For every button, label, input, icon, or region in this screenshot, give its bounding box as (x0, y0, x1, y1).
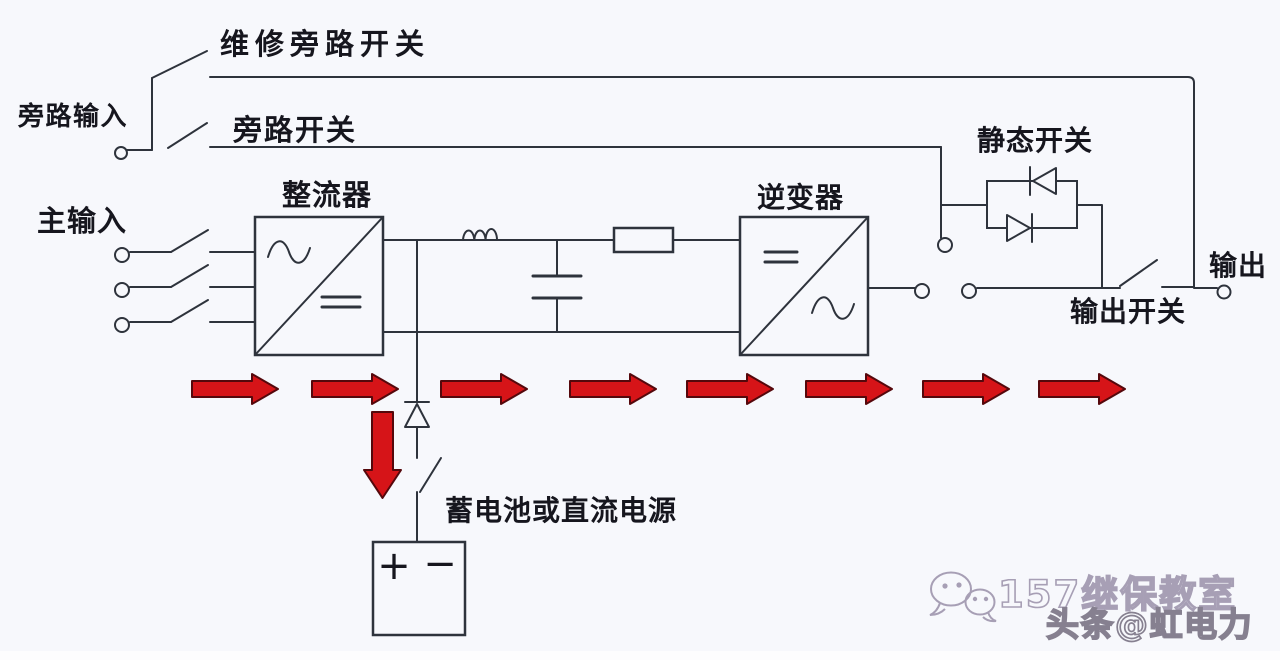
main-input-label: 主输入 (37, 204, 127, 238)
inverter-label: 逆变器 (757, 181, 844, 214)
inverter-ac-sine-icon (811, 296, 855, 320)
battery-label: 蓄电池或直流电源 (445, 494, 677, 527)
main-input-switch-blade-2 (170, 264, 209, 288)
watermark-author-handle: 头条@虹电力 (1046, 605, 1253, 644)
battery-box (371, 540, 467, 637)
static-switch-group (937, 146, 1103, 288)
rectifier-diagonal (254, 216, 384, 356)
main-input-terminal-1 (114, 247, 130, 263)
bypass-input-terminal (114, 146, 128, 160)
watermark-channel-name: 157继保教室 (998, 573, 1237, 616)
static-switch-drop-terminal (937, 237, 953, 253)
bottom-margin-strip (0, 651, 1280, 660)
static-switch-label: 静态开关 (977, 124, 1093, 157)
rectifier-group (253, 215, 385, 357)
main-input-switch-blade-3 (170, 299, 209, 323)
static-switch-right-lead-wire (1076, 204, 1103, 288)
inverter-dc-equals-icon (763, 250, 799, 264)
output-connector-terminal-right (961, 283, 977, 299)
output-connector-terminal-left (914, 283, 930, 299)
output-switch-label: 输出开关 (1070, 295, 1186, 328)
output-terminal (1216, 284, 1232, 300)
rectifier-dc-equals-icon (320, 295, 362, 309)
static-switch-diode-left-icon (1032, 167, 1057, 195)
flow-arrow-down-battery (363, 411, 402, 499)
dc-link-group (382, 226, 741, 403)
battery-branch-group: + − (371, 401, 467, 637)
main-input-group (114, 229, 256, 333)
rectifier-label: 整流器 (282, 178, 372, 212)
dc-fuse-box (612, 226, 675, 254)
maintenance-bypass-rail-wire (209, 76, 1195, 288)
battery-minus-symbol: − (423, 541, 457, 587)
battery-plus-symbol: + (377, 543, 411, 589)
rectifier-ac-sine-icon (267, 240, 311, 264)
power-flow-arrows (191, 373, 1126, 499)
main-input-terminal-2 (114, 282, 130, 298)
capacitor-plates-icon (531, 274, 583, 300)
diagram-labels: 维修旁路开关 旁路输入 旁路开关 主输入 整流器 逆变器 静态开关 输出开关 输… (17, 27, 1267, 527)
wechat-bubbles-icon (929, 571, 997, 623)
maintenance-bypass-switch-label: 维修旁路开关 (220, 27, 430, 61)
watermark-group: 157继保教室 头条@虹电力 (929, 571, 1253, 645)
static-switch-diode-right-icon (1006, 214, 1031, 242)
main-input-switch-blade-1 (170, 229, 209, 253)
inverter-group (738, 215, 870, 357)
inverter-diagonal (739, 216, 869, 356)
output-label: 输出 (1209, 249, 1267, 282)
bypass-switch-blade (167, 122, 208, 149)
output-group (867, 259, 1232, 300)
main-input-terminal-3 (114, 317, 130, 333)
bypass-input-group (114, 50, 1195, 288)
maintenance-bypass-switch-blade (151, 50, 208, 79)
bypass-input-label: 旁路输入 (17, 101, 128, 132)
battery-switch-blade (419, 457, 442, 493)
output-switch-blade (1119, 259, 1158, 287)
inductor-coil-icon (462, 228, 498, 241)
bypass-switch-label: 旁路开关 (232, 113, 357, 147)
